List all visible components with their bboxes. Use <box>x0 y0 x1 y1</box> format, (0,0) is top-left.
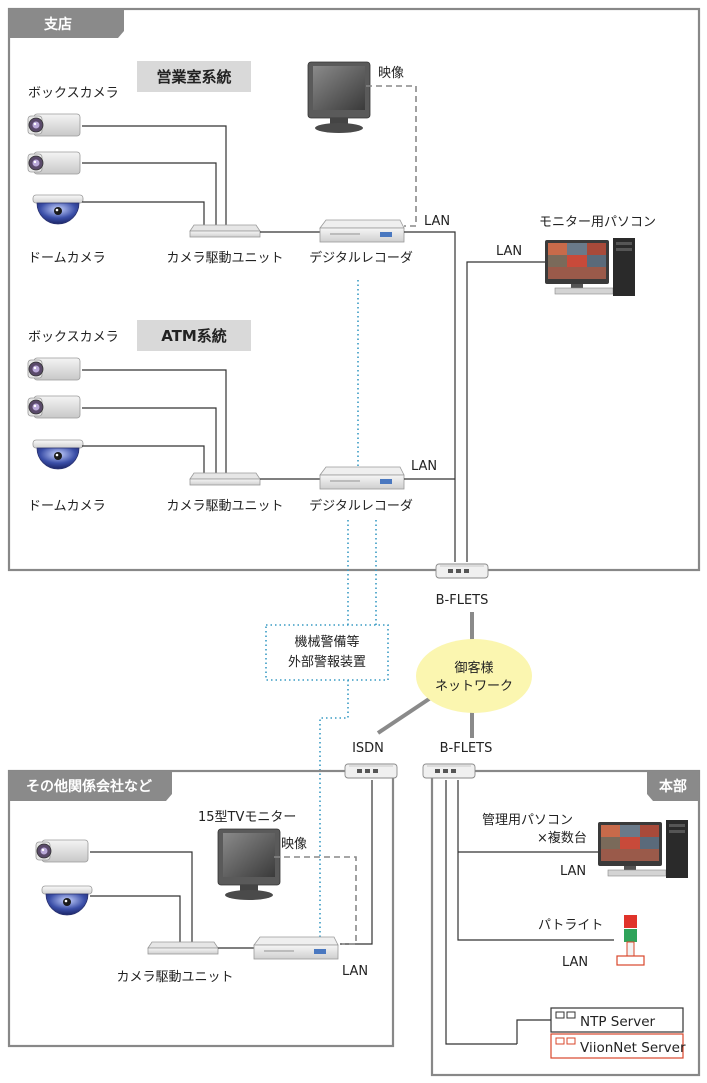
atm-lan-label: LAN <box>411 459 437 474</box>
dome-camera-icon <box>32 439 84 470</box>
other-monitor-label: 15型TVモニター <box>198 810 296 825</box>
desktop-pc-icon <box>597 819 689 879</box>
recorder-icon <box>319 219 405 243</box>
recorder-icon <box>319 466 405 490</box>
patlite-icon <box>616 915 645 966</box>
network-switch-icon <box>344 763 398 779</box>
other-video-label: 映像 <box>281 837 307 852</box>
desktop-pc-icon <box>544 237 636 297</box>
box-camera-icon <box>27 357 81 381</box>
admin-pc-line2: ×複数台 <box>537 830 587 846</box>
ntp-server: NTP Server <box>550 1007 684 1033</box>
atm-system-title-bg <box>137 320 251 351</box>
security-device-box <box>265 624 389 681</box>
recorder-icon <box>253 936 339 960</box>
customer-network-ellipse <box>416 639 532 713</box>
other-drive-unit-label: カメラ駆動ユニット <box>116 970 233 985</box>
customer-network-line2: ネットワーク <box>435 679 513 694</box>
atm-recorder-label: デジタルレコーダ <box>309 498 413 514</box>
hq-tag: 本部 <box>659 778 687 795</box>
crt-monitor-icon <box>307 61 371 134</box>
patlite-lan-label: LAN <box>562 955 588 970</box>
hq-tag-bg <box>647 771 699 801</box>
other-tag-bg <box>9 771 172 801</box>
drive-unit-icon <box>147 941 219 955</box>
sales-recorder-label: デジタルレコーダ <box>309 250 413 266</box>
customer-network-line1: 御客様 <box>454 660 493 676</box>
atm-box-camera-label: ボックスカメラ <box>28 330 119 345</box>
dome-camera-icon <box>32 194 84 225</box>
viionnet-server-label: ViionNet Server <box>580 1040 686 1056</box>
ntp-server-label: NTP Server <box>580 1014 655 1030</box>
network-switch-icon <box>435 563 489 579</box>
sales-box-camera-label: ボックスカメラ <box>28 86 119 101</box>
box-camera-icon <box>27 151 81 175</box>
security-line1: 機械警備等 <box>294 634 359 650</box>
other-frame <box>7 769 395 1048</box>
admin-pc-line1: 管理用パソコン <box>482 813 573 828</box>
sales-video-label: 映像 <box>378 66 404 81</box>
other-lan-label: LAN <box>342 964 368 979</box>
atm-system-title: ATM系統 <box>161 327 227 345</box>
crt-monitor-icon <box>217 828 281 901</box>
atm-dome-camera-label: ドームカメラ <box>28 499 106 514</box>
patlite-label: パトライト <box>538 918 603 933</box>
drive-unit-icon <box>189 224 261 238</box>
branch-frame <box>7 7 701 572</box>
box-camera-icon <box>27 113 81 137</box>
sales-system-title: 営業室系統 <box>156 68 231 86</box>
branch-tag-bg <box>9 9 124 38</box>
hq-frame <box>430 769 701 1077</box>
sales-lan-label: LAN <box>424 214 450 229</box>
sales-drive-unit-label: カメラ駆動ユニット <box>166 251 283 266</box>
network-switch-icon <box>422 763 476 779</box>
bflets-hq-label: B-FLETS <box>440 741 493 756</box>
viionnet-server: ViionNet Server <box>550 1033 686 1059</box>
drive-unit-icon <box>189 472 261 486</box>
dome-camera-icon <box>41 885 93 916</box>
monitor-pc-lan-label: LAN <box>496 244 522 259</box>
branch-tag: 支店 <box>43 16 72 33</box>
sales-dome-camera-label: ドームカメラ <box>28 251 106 266</box>
admin-lan-label: LAN <box>560 864 586 879</box>
box-camera-icon <box>35 839 89 863</box>
atm-drive-unit-label: カメラ駆動ユニット <box>166 499 283 514</box>
bflets-branch-label: B-FLETS <box>436 593 489 608</box>
security-line2: 外部警報装置 <box>288 654 366 670</box>
box-camera-icon <box>27 395 81 419</box>
sales-system-title-bg <box>137 61 251 92</box>
other-tag: その他関係会社など <box>26 778 152 795</box>
monitor-pc-label: モニター用パソコン <box>539 215 656 230</box>
isdn-label: ISDN <box>352 741 384 756</box>
